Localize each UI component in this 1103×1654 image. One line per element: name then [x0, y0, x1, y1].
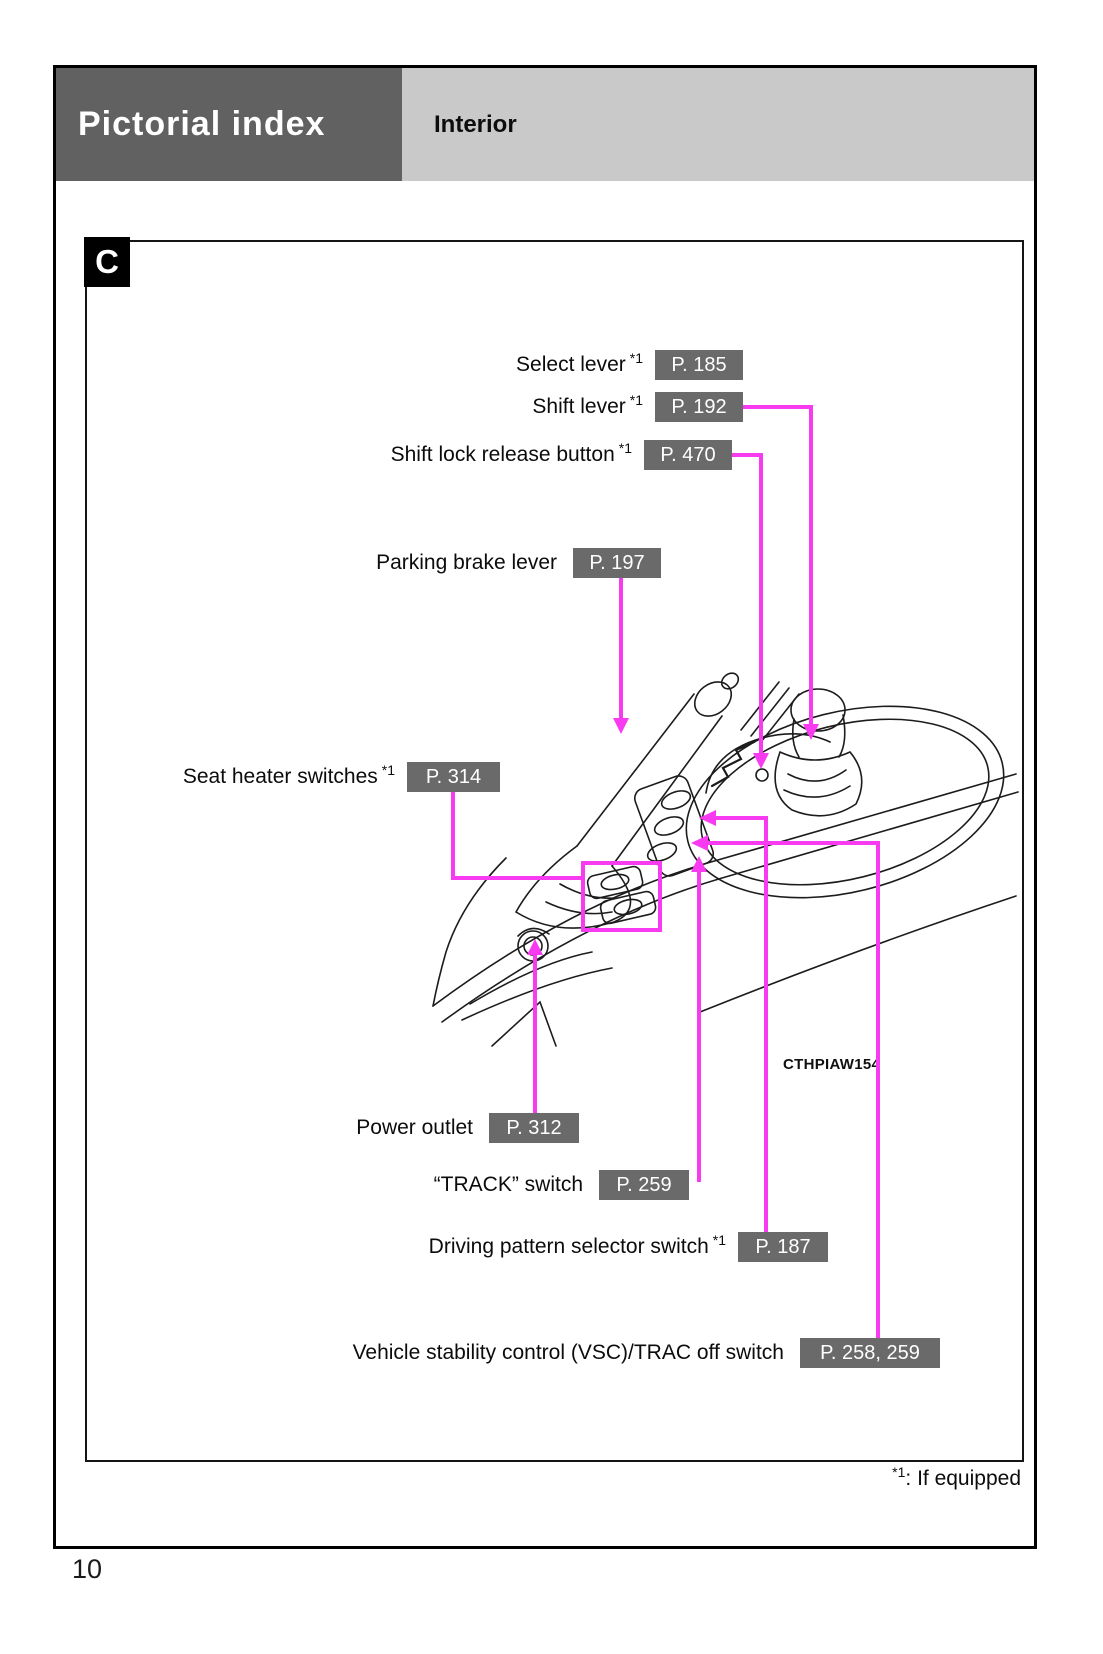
page-number: 10	[72, 1554, 103, 1584]
page-ref-shift-lock: P. 470	[644, 440, 732, 470]
callout-label-track-switch: “TRACK” switch	[90, 1170, 587, 1200]
figure-caption-code: CTHPIAW154	[783, 1056, 881, 1073]
header-subtitle-bar: Interior	[402, 68, 1034, 181]
page-ref-seat-heater: P. 314	[407, 762, 500, 792]
page-frame	[53, 65, 1037, 1549]
label-text: Select lever	[516, 353, 626, 376]
footnote-marker: *1	[381, 762, 395, 778]
page-ref-driving-pattern: P. 187	[738, 1232, 828, 1262]
page-ref-parking-brake: P. 197	[573, 548, 661, 578]
callout-label-power-outlet: Power outlet	[90, 1113, 477, 1143]
label-text: Parking brake lever	[376, 551, 557, 574]
callout-label-parking-brake: Parking brake lever	[90, 548, 561, 578]
page-ref-vsc-trac: P. 258, 259	[800, 1338, 940, 1368]
section-badge: C	[84, 237, 130, 287]
label-text: “TRACK” switch	[433, 1173, 583, 1196]
footnote-marker: *1	[712, 1232, 726, 1248]
footnote-marker: *1	[618, 440, 632, 456]
page-ref-select-lever: P. 185	[655, 350, 743, 380]
page-ref-shift-lever: P. 192	[655, 392, 743, 422]
callout-label-driving-pattern: Driving pattern selector switch*1	[90, 1232, 726, 1262]
footnote-marker: *1	[629, 350, 643, 366]
header-section-tab: Pictorial index	[56, 68, 402, 181]
footnote-marker: *1	[629, 392, 643, 408]
label-text: Shift lever	[532, 395, 626, 418]
label-text: Driving pattern selector switch	[428, 1235, 709, 1258]
footnote-marker: *1	[892, 1464, 906, 1480]
label-text: Vehicle stability control (VSC)/TRAC off…	[352, 1341, 784, 1364]
page-subtitle: Interior	[434, 110, 517, 138]
footnote: *1: If equipped	[892, 1464, 1021, 1494]
figure-box	[85, 240, 1024, 1462]
section-title: Pictorial index	[78, 105, 326, 143]
callout-label-vsc-trac: Vehicle stability control (VSC)/TRAC off…	[90, 1338, 788, 1368]
callout-label-shift-lever: Shift lever*1	[90, 392, 643, 422]
page-ref-track-switch: P. 259	[599, 1170, 689, 1200]
label-text: Power outlet	[356, 1116, 473, 1139]
label-text: Shift lock release button	[390, 443, 615, 466]
callout-label-select-lever: Select lever*1	[90, 350, 643, 380]
callout-label-seat-heater: Seat heater switches*1	[90, 762, 395, 792]
page-ref-power-outlet: P. 312	[489, 1113, 579, 1143]
label-text: Seat heater switches	[182, 765, 378, 788]
footnote-text: : If equipped	[905, 1467, 1021, 1490]
callout-label-shift-lock: Shift lock release button*1	[90, 440, 632, 470]
